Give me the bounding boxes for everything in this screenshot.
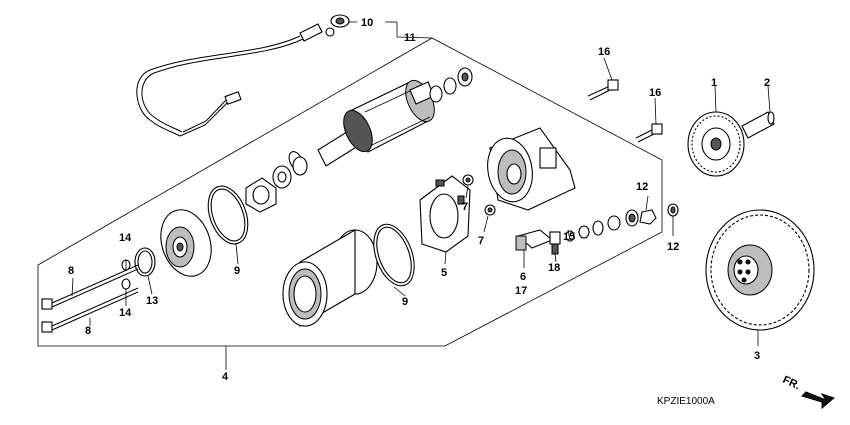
callout-18: 18 bbox=[548, 262, 560, 274]
armature-washers bbox=[429, 67, 473, 103]
long-bolts bbox=[41, 264, 139, 333]
bolts-16 bbox=[587, 79, 663, 143]
starter-driven-gear bbox=[705, 209, 815, 331]
rear-cover bbox=[487, 127, 576, 211]
callout-12-upper: 12 bbox=[636, 181, 648, 193]
callout-17: 17 bbox=[515, 285, 527, 297]
callout-14-lower: 14 bbox=[119, 307, 132, 319]
terminal-assembly bbox=[515, 229, 561, 255]
terminal-washers bbox=[565, 209, 639, 242]
callout-4: 4 bbox=[222, 371, 229, 383]
brush-holder-plate bbox=[245, 177, 277, 213]
callout-7-upper: 7 bbox=[462, 201, 468, 213]
callout-6: 6 bbox=[520, 271, 526, 283]
callout-14-upper: 14 bbox=[119, 232, 132, 244]
starter-idle-gear bbox=[687, 111, 745, 177]
nuts-12 bbox=[639, 203, 679, 225]
starter-cable bbox=[136, 14, 350, 137]
motor-yoke bbox=[282, 229, 378, 327]
front-direction-arrow: FR. bbox=[781, 374, 836, 410]
callout-labels: 10 11 16 16 1 2 3 4 5 6 17 18 15 12 12 7… bbox=[68, 17, 770, 383]
callout-8-upper: 8 bbox=[68, 265, 74, 277]
callout-12-lower: 12 bbox=[667, 241, 679, 253]
callout-10: 10 bbox=[361, 17, 373, 29]
drawing-code: KPZIE1000A bbox=[657, 396, 715, 407]
gear-shaft bbox=[741, 111, 775, 139]
callout-9-upper: 9 bbox=[234, 265, 240, 277]
front-cover bbox=[160, 209, 212, 277]
callout-8-lower: 8 bbox=[85, 325, 91, 337]
washer-14-lower bbox=[121, 278, 131, 290]
callout-3: 3 bbox=[754, 350, 760, 362]
callout-2: 2 bbox=[764, 77, 770, 89]
fr-label: FR. bbox=[781, 374, 802, 392]
shaft-washers bbox=[272, 156, 308, 189]
callout-1: 1 bbox=[711, 77, 717, 89]
assembly-boundary bbox=[37, 37, 663, 347]
brush-holder bbox=[419, 175, 471, 253]
armature bbox=[288, 79, 435, 171]
callout-5: 5 bbox=[441, 267, 447, 279]
callout-16-upper: 16 bbox=[598, 46, 610, 58]
callout-15: 15 bbox=[563, 231, 575, 243]
callout-11: 11 bbox=[404, 32, 416, 44]
screws-7 bbox=[462, 174, 496, 216]
callout-7-lower: 7 bbox=[478, 235, 484, 247]
callout-13: 13 bbox=[146, 295, 158, 307]
leader-lines bbox=[71, 21, 771, 370]
callout-9-lower: 9 bbox=[402, 296, 408, 308]
callout-16-lower: 16 bbox=[649, 87, 661, 99]
